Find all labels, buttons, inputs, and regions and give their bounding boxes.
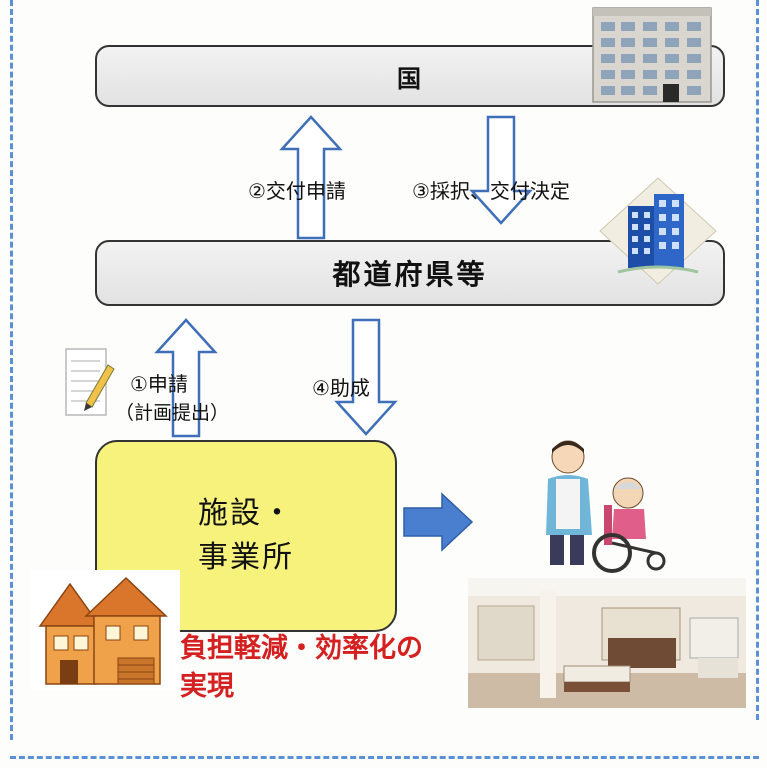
step2-grant-application-label: ②交付申請 xyxy=(248,179,346,203)
arrow-down-subsidy xyxy=(334,318,398,436)
document-pencil-icon xyxy=(65,348,115,416)
care-room-photo xyxy=(468,578,746,708)
caregiver-wheelchair-illustration xyxy=(546,440,666,573)
facility-label-line1: 施設・ xyxy=(198,496,294,531)
office-building-icon xyxy=(592,7,712,103)
facility-box: 施設・ 事業所 xyxy=(95,440,397,632)
house-icon xyxy=(30,570,180,690)
arrow-up-request xyxy=(154,318,218,438)
national-government-label: 国 xyxy=(397,64,423,93)
step1-plan-submission-label: （計画提出） xyxy=(115,402,230,424)
facility-label-line2: 事業所 xyxy=(198,540,294,575)
step1-request-label: ①申請 xyxy=(130,372,188,396)
prefecture-label: 都道府県等 xyxy=(332,258,488,291)
step4-subsidy-label: ④助成 xyxy=(312,376,370,400)
step3-adoption-decision-label: ③採択、交付決定 xyxy=(412,179,570,203)
burden-reduction-outcome: 負担軽減・効率化の 実現 xyxy=(180,630,440,706)
arrow-up-application xyxy=(279,115,343,240)
arrow-right-outcome xyxy=(403,492,474,552)
frame-border-bottom xyxy=(10,756,759,759)
blue-building-icon xyxy=(599,177,717,285)
frame-border-left xyxy=(10,0,13,740)
arrow-down-decision xyxy=(469,115,533,225)
frame-border-right xyxy=(756,0,759,720)
outcome-line1: 負担軽減・効率化の xyxy=(180,633,423,664)
outcome-line2: 実現 xyxy=(180,671,234,702)
